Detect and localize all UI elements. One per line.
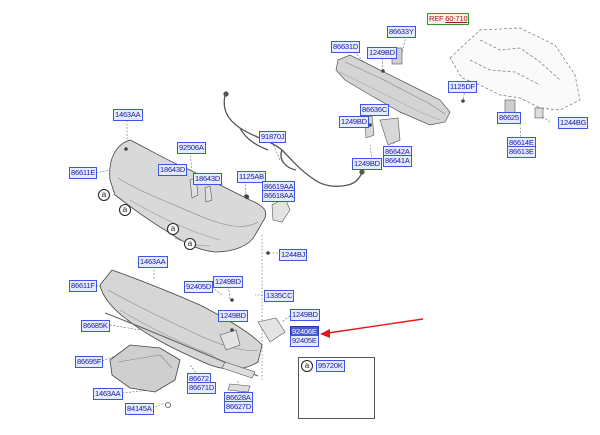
part-label-92506a[interactable]: 92506A <box>177 142 206 154</box>
lower-bumper-drawing <box>99 269 286 393</box>
part-label-86636c[interactable]: 86636C <box>360 104 390 116</box>
part-label-86625[interactable]: 86625 <box>497 112 521 124</box>
part-label-1463aa-2[interactable]: 1463AA <box>138 256 168 268</box>
bumper-beam-drawing <box>335 47 544 146</box>
part-label-92405d[interactable]: 92405D <box>184 281 214 293</box>
part-label-1249bd-3[interactable]: 1249BD <box>352 158 382 170</box>
sensor-detail-inset: a 95720K <box>298 357 375 419</box>
under-cover-drawing <box>109 344 181 408</box>
fastener-bolts <box>124 69 465 198</box>
red-pointer-arrow <box>320 318 424 338</box>
ref-label-60-710[interactable]: REF 60-710 <box>427 13 470 25</box>
part-label-1249bd-6[interactable]: 1249BD <box>290 309 320 321</box>
part-label-1249bd-4[interactable]: 1249BD <box>213 276 243 288</box>
part-label-86613e[interactable]: 86613E <box>507 146 536 158</box>
part-label-86611f[interactable]: 86611F <box>69 280 97 292</box>
part-label-86633y[interactable]: 86633Y <box>387 26 416 38</box>
part-label-95720k[interactable]: 95720K <box>316 360 345 372</box>
part-label-1244bj[interactable]: 1244BJ <box>279 249 308 261</box>
callout-a: a <box>98 189 110 201</box>
part-label-18643d[interactable]: 18643D <box>158 164 188 176</box>
ref-prefix: REF <box>429 14 444 23</box>
part-label-1125df[interactable]: 1125DF <box>448 81 477 93</box>
part-label-86685k[interactable]: 86685K <box>81 320 110 332</box>
part-label-86641a[interactable]: 86641A <box>383 155 412 167</box>
callout-a: a <box>119 204 131 216</box>
part-label-1463aa-3[interactable]: 1463AA <box>93 388 123 400</box>
callout-a: a <box>167 223 179 235</box>
inset-callout-a: a <box>301 360 313 372</box>
part-label-1335cc[interactable]: 1335CC <box>264 290 295 302</box>
part-label-86611e[interactable]: 86611E <box>69 167 98 179</box>
part-label-1244bg[interactable]: 1244BG <box>558 117 589 129</box>
part-label-1249bd[interactable]: 1249BD <box>367 47 397 59</box>
part-label-91870j[interactable]: 91870J <box>259 131 287 143</box>
part-label-1249bd-5[interactable]: 1249BD <box>218 310 248 322</box>
part-label-84145a[interactable]: 84145A <box>125 403 154 415</box>
part-label-1249bd-2[interactable]: 1249BD <box>339 116 369 128</box>
ref-number: 60-710 <box>445 14 468 23</box>
wiring-harness-drawing <box>223 91 365 187</box>
part-label-86627d[interactable]: 86627D <box>224 401 254 413</box>
part-label-1463aa[interactable]: 1463AA <box>113 109 143 121</box>
part-label-18643d-2[interactable]: 18643D <box>193 173 223 185</box>
part-label-92405e[interactable]: 92405E <box>290 335 319 347</box>
callout-a: a <box>184 238 196 250</box>
part-label-86618aa[interactable]: 86618AA <box>262 190 296 202</box>
part-label-86671d[interactable]: 86671D <box>187 382 217 394</box>
body-panel-reference-drawing <box>449 27 581 111</box>
part-label-86695f[interactable]: 86695F <box>75 356 104 368</box>
part-label-86631d[interactable]: 86631D <box>331 41 361 53</box>
part-label-1125ab[interactable]: 1125AB <box>237 171 266 183</box>
